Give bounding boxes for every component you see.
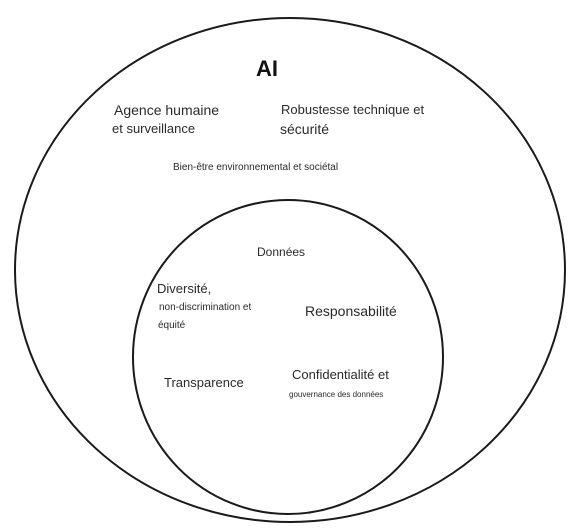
label-diversite-line2: non-discrimination et	[159, 302, 252, 313]
outer-title: AI	[256, 56, 278, 81]
label-transparence: Transparence	[164, 375, 244, 390]
label-diversite-line1: Diversité,	[157, 281, 212, 296]
inner-circle-donnees	[132, 199, 444, 515]
label-robustesse-line2: sécurité	[280, 121, 330, 137]
label-diversite-line3: équité	[158, 320, 186, 331]
label-confidentialite-line1: Confidentialité et	[292, 367, 389, 382]
inner-title: Données	[257, 245, 306, 259]
label-agence-humaine-line1: Agence humaine	[114, 102, 220, 118]
label-agence-humaine-line2: et surveillance	[112, 121, 196, 136]
label-confidentialite-line2: gouvernance des données	[289, 390, 384, 399]
label-bien-etre: Bien-être environnemental et sociétal	[173, 162, 339, 173]
outer-circle-ai	[14, 17, 566, 523]
label-responsabilite: Responsabilité	[305, 303, 397, 319]
label-robustesse-line1: Robustesse technique et	[281, 102, 425, 117]
